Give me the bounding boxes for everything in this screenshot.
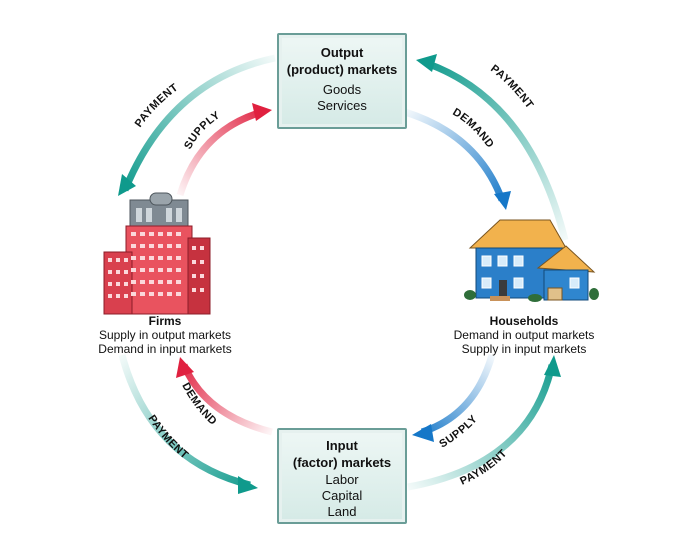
output-market-title: Output (product) markets (286, 45, 398, 77)
label-demand-top-right: DEMAND (450, 106, 496, 150)
input-market-item-capital: Capital (321, 488, 363, 503)
label-payment-bottom-left: PAYMENT (146, 413, 191, 462)
payment-arrow-top-right (416, 54, 569, 241)
output-market-box: Output (product) markets Goods Services (277, 33, 407, 129)
households-node: Households Demand in output markets Supp… (444, 314, 604, 356)
payment-arrow-bottom-right (407, 355, 561, 491)
demand-arrow-top-right (403, 108, 511, 210)
input-market-item-land: Land (327, 504, 357, 519)
label-supply-top-left: SUPPLY (182, 109, 223, 151)
label-payment-top-left: PAYMENT (133, 81, 181, 129)
firms-node: Firms Supply in output markets Demand in… (85, 314, 245, 356)
firms-line-2: Demand in input markets (98, 342, 232, 356)
households-line-1: Demand in output markets (453, 328, 595, 342)
input-market-item-labor: Labor (325, 472, 359, 487)
payment-arrow-bottom-left (118, 354, 258, 494)
firms-line-1: Supply in output markets (98, 328, 232, 342)
firms-building-icon (103, 192, 211, 315)
output-market-item-goods: Goods (322, 82, 362, 97)
payment-arrow-top-left (118, 54, 276, 196)
households-title: Households (489, 314, 559, 328)
output-market-item-services: Services (317, 98, 367, 113)
supply-arrow-bottom-right (412, 354, 496, 442)
households-house-icon (464, 219, 599, 302)
supply-arrow-top-left (176, 103, 272, 197)
input-market-title: Input (factor) markets (292, 438, 392, 470)
input-market-box: Input (factor) markets Labor Capital Lan… (277, 428, 407, 524)
households-line-2: Supply in input markets (461, 342, 587, 356)
demand-arrow-bottom-left (176, 357, 273, 436)
firms-title: Firms (148, 314, 182, 328)
